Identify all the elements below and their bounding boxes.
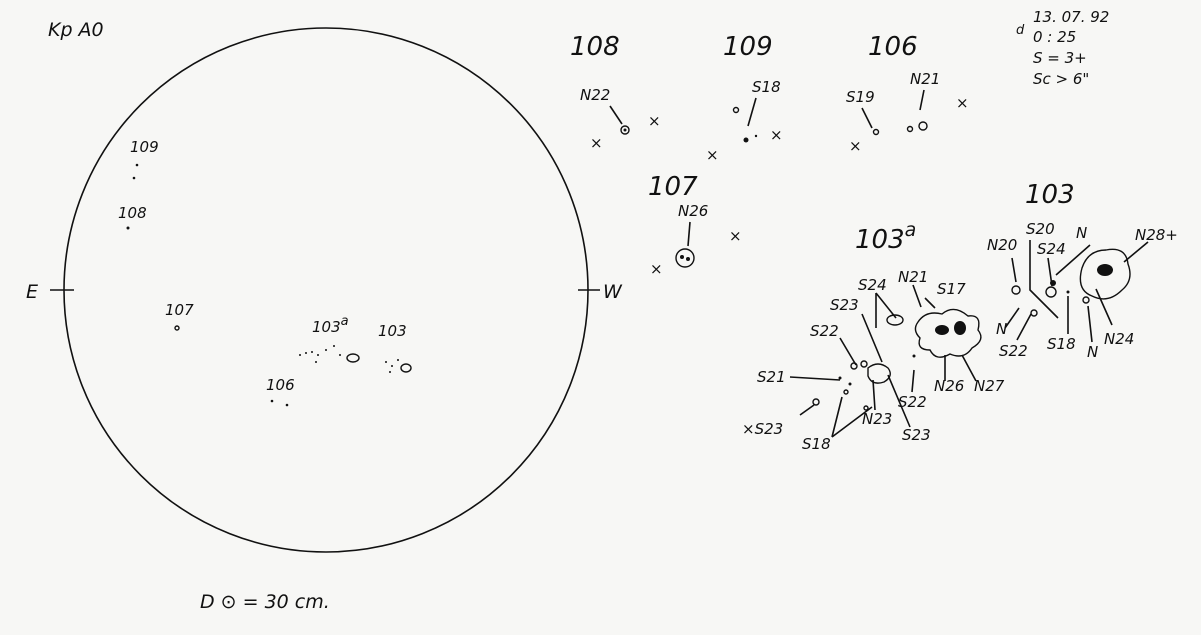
disk-label-103: 103 [378, 322, 407, 340]
observation-info: 13. 07. 92 d 0 : 25 S = 3+ Sc > 6" [1016, 8, 1109, 88]
disk-label-103a: 103a [312, 314, 349, 336]
spot-label: S18 [802, 435, 831, 453]
group-number: 103 [1025, 180, 1075, 210]
svg-text:×: × [849, 137, 862, 155]
spot-label: S23 [830, 296, 859, 314]
spot-label: a [341, 314, 349, 329]
spot-label: N27 [974, 377, 1005, 395]
disk-group-109: 109 [130, 138, 159, 180]
spot-label: S18 [752, 78, 781, 96]
svg-text:×: × [706, 146, 719, 164]
spot-label: N23 [862, 410, 892, 428]
svg-text:×: × [648, 112, 661, 130]
spot-label: N26 [934, 377, 964, 395]
spot-label: N24 [1104, 330, 1134, 348]
svg-text:×: × [770, 126, 783, 144]
east-label: E [26, 281, 38, 303]
detail-group-107: 107 N26 × × [648, 172, 742, 278]
spot-label: S24 [1037, 240, 1066, 258]
spot-label: N22 [580, 86, 610, 104]
spot-label: S24 [858, 276, 887, 294]
spot-label: S18 [1047, 335, 1076, 353]
disk-label-109: 109 [130, 138, 159, 156]
spot-label: N26 [678, 202, 708, 220]
scale-value: Sc > 6" [1033, 70, 1089, 88]
spot-label: S23 [902, 426, 931, 444]
solar-disk [63, 27, 589, 553]
spot-label: 103 [312, 318, 341, 336]
group-number: 107 [648, 172, 698, 202]
spot-label: N21 [910, 70, 940, 88]
svg-text:103a: 103a [855, 219, 916, 255]
disk-group-107: 107 [165, 301, 194, 331]
disk-diameter-note: D ⊙ = 30 cm. [200, 591, 330, 613]
seeing-value: S = 3+ [1033, 49, 1087, 67]
svg-text:×: × [956, 94, 969, 112]
spot-label: S21 [757, 368, 786, 386]
disk-group-103: 103 [378, 322, 412, 373]
spot-label: S22 [810, 322, 839, 340]
disk-label-106: 106 [266, 376, 295, 394]
spot-label: N28+ [1135, 226, 1178, 244]
west-label: W [603, 281, 623, 303]
detail-group-103a: 103a S24 N21 S17 S23 S22 S21 S22 N26 N27… [742, 219, 1005, 453]
disk-label-107: 107 [165, 301, 194, 319]
detail-group-106: 106 S19 N21 × × [846, 32, 969, 155]
observation-time: 0 : 25 [1033, 28, 1076, 46]
disk-group-108: 108 [118, 204, 147, 230]
group-number: 108 [570, 32, 620, 62]
observation-date: 13. 07. 92 [1033, 8, 1109, 26]
spot-label: N [996, 320, 1007, 338]
group-number: 103 [855, 225, 905, 255]
spot-label: S17 [937, 280, 966, 298]
detail-group-108: 108 N22 × × [570, 32, 661, 152]
disk-label-108: 108 [118, 204, 147, 222]
group-number: 109 [723, 32, 773, 62]
spot-label: S19 [846, 88, 875, 106]
spot-label: N20 [987, 236, 1017, 254]
spot-label: S20 [1026, 220, 1055, 238]
disk-group-106: 106 [266, 376, 295, 407]
svg-text:×: × [650, 260, 663, 278]
detail-group-109: 109 S18 × × [706, 32, 783, 164]
group-suffix: a [905, 219, 917, 241]
disk-group-103a: 103a [299, 314, 360, 363]
day-mark: d [1016, 23, 1025, 38]
spot-label: N [1076, 224, 1087, 242]
svg-text:×: × [729, 227, 742, 245]
svg-text:×: × [590, 134, 603, 152]
spot-label: S22 [999, 342, 1028, 360]
drawing-title: Kp A0 [48, 19, 104, 41]
spot-label: N [1087, 343, 1098, 361]
spot-label: ×S23 [742, 420, 783, 438]
group-number: 106 [868, 32, 918, 62]
detail-group-103: 103 S20 N20 S24 N N28+ N S22 S18 N N24 [987, 180, 1178, 361]
spot-label: N21 [898, 268, 928, 286]
spot-label: S22 [898, 393, 927, 411]
